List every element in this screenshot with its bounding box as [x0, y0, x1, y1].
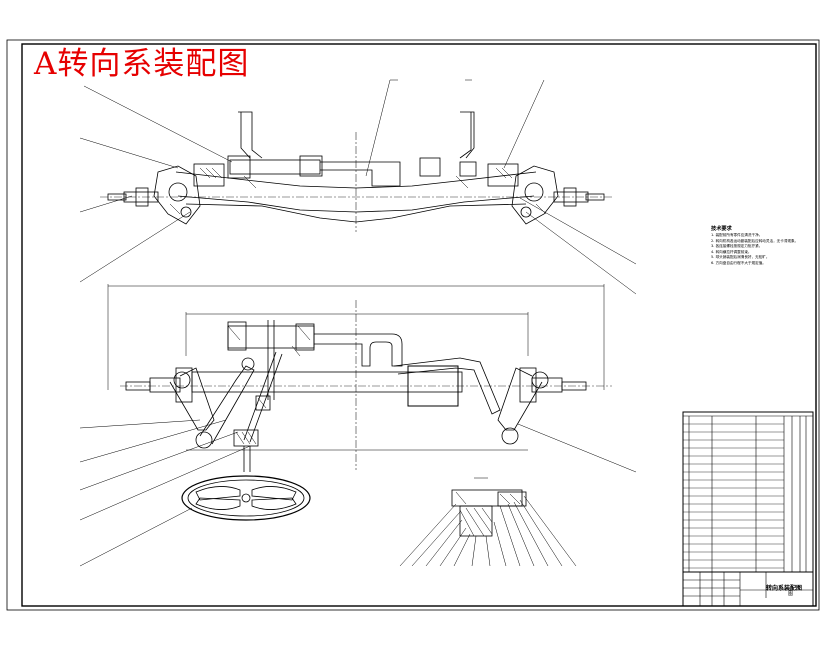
inner-border: [21, 43, 817, 607]
requirement-item: 6. 方向盘自由行程不大于规定值。: [711, 260, 766, 265]
front-elevation-view: [100, 111, 612, 232]
title-block-table: [682, 411, 814, 607]
requirement-item: 2. 转向机构各运动副装配后应转动灵活，无卡滞现象。: [711, 238, 799, 243]
title-block-title: 转向系装配图: [766, 585, 803, 592]
title-block-subtitle: 图: [788, 591, 794, 597]
leader-lines-top: [79, 79, 637, 295]
title-block-rows: [683, 423, 784, 569]
outer-border: [6, 39, 820, 611]
requirement-item: 3. 各连接螺栓按规定力矩拧紧。: [711, 244, 763, 249]
plan-view: [107, 284, 612, 521]
requirement-item: 1. 装配前所有零件应清洗干净。: [711, 233, 763, 237]
section-detail: [399, 477, 577, 567]
requirement-item: 4. 转向横拉杆调整前束。: [711, 249, 752, 254]
drawing-title: A转向系装配图: [34, 46, 250, 82]
requirement-item: 5. 球头销装配后润滑良好，无松旷。: [711, 255, 770, 260]
leader-lines-middle: [79, 419, 637, 567]
technical-requirements-list: 1. 装配前所有零件应清洗干净。 2. 转向机构各运动副装配后应转动灵活，无卡滞…: [711, 233, 823, 267]
technical-requirements-heading: 技术要求: [711, 226, 732, 232]
